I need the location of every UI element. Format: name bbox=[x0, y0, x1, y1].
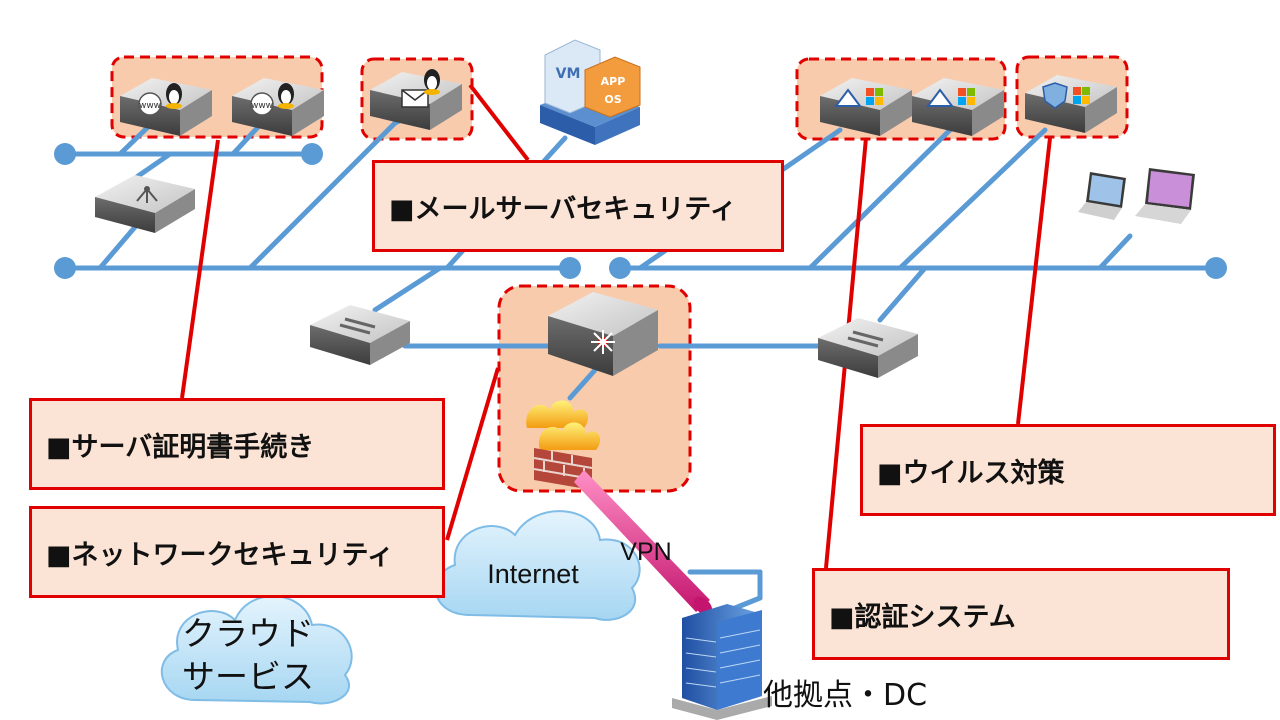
line-endpoints bbox=[54, 143, 1227, 279]
windows-antivirus-server-icon bbox=[1025, 75, 1117, 133]
firewall-icon bbox=[526, 400, 601, 490]
callout-mail-security-text: ■メールサーバセキュリティ bbox=[389, 193, 737, 225]
branch-dc-label: 他拠点・DC bbox=[763, 678, 927, 713]
callout-auth-text: ■認証システム bbox=[829, 601, 1016, 633]
windows-ad-server-icon-1 bbox=[820, 78, 912, 136]
cloud-icon-internet bbox=[434, 510, 641, 621]
switch-icon-right bbox=[818, 318, 918, 378]
laptop-icon-2 bbox=[1135, 168, 1195, 224]
linux-web-server-icon-1: www bbox=[120, 78, 212, 136]
callout-virus: ■ウイルス対策 bbox=[860, 424, 1276, 516]
router-icon bbox=[95, 175, 195, 233]
callout-virus-text: ■ウイルス対策 bbox=[877, 457, 1065, 489]
core-switch-icon bbox=[548, 292, 658, 376]
internet-label: Internet bbox=[487, 559, 579, 589]
svg-text:OS: OS bbox=[604, 93, 621, 106]
callout-server-cert-text: ■サーバ証明書手続き bbox=[46, 431, 315, 463]
callout-auth: ■認証システム bbox=[812, 568, 1230, 660]
callout-connectors bbox=[180, 83, 1052, 569]
laptop-icon-1 bbox=[1078, 172, 1126, 220]
callout-network-security-text: ■ネットワークセキュリティ bbox=[46, 539, 394, 571]
callout-network-security: ■ネットワークセキュリティ bbox=[29, 506, 445, 598]
svg-text:www: www bbox=[139, 101, 161, 111]
linux-mail-server-icon bbox=[370, 69, 462, 130]
office-building-icon bbox=[672, 604, 772, 720]
linux-web-server-icon-2: www bbox=[232, 78, 324, 136]
callout-server-cert: ■サーバ証明書手続き bbox=[29, 398, 445, 490]
switch-icon-left bbox=[310, 305, 410, 365]
callout-mail-security: ■メールサーバセキュリティ bbox=[372, 160, 784, 252]
svg-text:APP: APP bbox=[601, 75, 626, 88]
vpn-label: VPN bbox=[620, 538, 671, 566]
cloud-service-label-1: クラウド bbox=[182, 614, 314, 653]
windows-ad-server-icon-2 bbox=[912, 78, 1004, 136]
svg-text:www: www bbox=[251, 101, 273, 111]
svg-text:VM: VM bbox=[556, 66, 581, 82]
cloud-service-label-2: サービス bbox=[182, 657, 314, 696]
vm-app-os-icon: VM APP OS bbox=[540, 39, 641, 145]
